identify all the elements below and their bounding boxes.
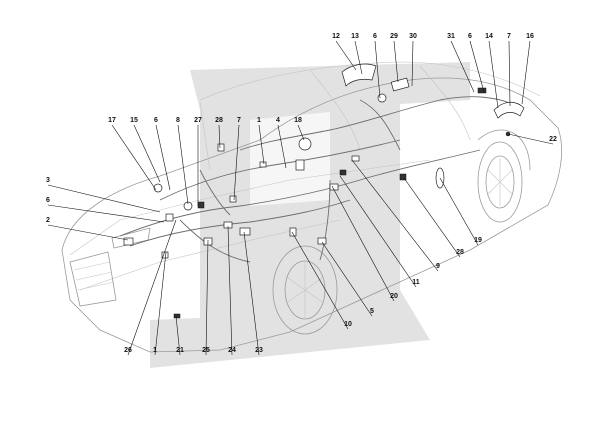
- leader-line-c6c: [155, 124, 171, 191]
- leader-line-c20: [331, 185, 395, 302]
- callout-label-c6a: 6: [373, 33, 377, 40]
- leader-line-c19: [439, 177, 479, 246]
- leader-line-c24: [227, 225, 233, 356]
- callout-label-c7b: 7: [237, 117, 241, 124]
- callout-label-c28a: 28: [215, 117, 223, 124]
- callout-label-c11: 11: [412, 279, 420, 286]
- callout-label-c7a: 7: [507, 33, 511, 40]
- leader-line-c21: [175, 315, 181, 356]
- callout-label-c10: 10: [344, 321, 352, 328]
- leader-line-c28a: [218, 124, 221, 149]
- leader-line-c23: [243, 231, 260, 356]
- leader-line-c30: [411, 40, 414, 87]
- leader-line-c14: [488, 40, 499, 109]
- callout-label-c20: 20: [390, 293, 398, 300]
- callout-label-c6d: 6: [46, 197, 50, 204]
- leader-line-c16: [521, 40, 531, 105]
- callout-label-c21: 21: [176, 347, 184, 354]
- leader-line-c8: [177, 124, 189, 205]
- leader-line-c10: [291, 231, 349, 330]
- components: [123, 63, 525, 319]
- leader-line-c3: [47, 184, 161, 213]
- leader-line-c6a: [374, 40, 381, 99]
- leader-line-c5: [321, 241, 373, 317]
- leader-line-c1b: [154, 251, 167, 356]
- callout-label-c26: 26: [124, 347, 132, 354]
- callout-label-c4: 4: [276, 117, 280, 124]
- callout-label-c1a: 1: [257, 117, 261, 124]
- car-outline: [61, 61, 563, 353]
- callout-label-c6c: 6: [154, 117, 158, 124]
- leader-line-c18: [297, 124, 305, 141]
- callout-label-c6b: 6: [468, 33, 472, 40]
- background-logo: [150, 62, 470, 368]
- callout-label-c3: 3: [46, 177, 50, 184]
- callout-label-c16: 16: [526, 33, 534, 40]
- callout-label-c8: 8: [176, 117, 180, 124]
- leader-line-c4: [277, 124, 287, 169]
- leader-line-c7a: [508, 40, 511, 107]
- callout-label-c23: 23: [255, 347, 263, 354]
- leader-line-c31: [450, 40, 475, 93]
- callout-label-c17: 17: [108, 117, 116, 124]
- leader-line-c12: [335, 40, 357, 71]
- leader-line-c17: [111, 124, 157, 191]
- callout-label-c25: 25: [202, 347, 210, 354]
- callout-label-c14: 14: [485, 33, 493, 40]
- leader-line-c1a: [258, 124, 265, 165]
- callout-label-c5: 5: [370, 308, 374, 315]
- leader-line-c15: [133, 124, 161, 183]
- callout-label-c18: 18: [294, 117, 302, 124]
- callout-label-c24: 24: [228, 347, 236, 354]
- leader-line-c11: [339, 175, 417, 288]
- leader-line-c2: [47, 224, 129, 241]
- callout-label-c2: 2: [46, 217, 50, 224]
- callout-label-c22: 22: [549, 136, 557, 143]
- leader-line-c22: [507, 133, 554, 145]
- leader-line-c7b: [233, 124, 240, 201]
- leader-line-c29: [393, 40, 399, 83]
- leader-line-c9: [351, 159, 439, 272]
- leader-line-c26: [127, 219, 177, 356]
- callout-label-c15: 15: [130, 117, 138, 124]
- callout-label-c31: 31: [447, 33, 455, 40]
- leader-line-c28b: [403, 177, 461, 258]
- callout-label-c29: 29: [390, 33, 398, 40]
- callout-label-c19: 19: [474, 237, 482, 244]
- callout-label-c30: 30: [409, 33, 417, 40]
- leader-line-c6d: [47, 204, 165, 223]
- callout-label-c12: 12: [332, 33, 340, 40]
- wiring-harness: [119, 96, 521, 263]
- callout-label-c9: 9: [436, 263, 440, 270]
- callout-label-c27: 27: [194, 117, 202, 124]
- callout-label-c28b: 28: [456, 249, 464, 256]
- leader-line-c6b: [469, 40, 485, 93]
- callout-label-c1b: 1: [153, 347, 157, 354]
- leader-line-c25: [205, 239, 209, 356]
- leader-line-c13: [354, 40, 363, 75]
- callout-label-c13: 13: [351, 33, 359, 40]
